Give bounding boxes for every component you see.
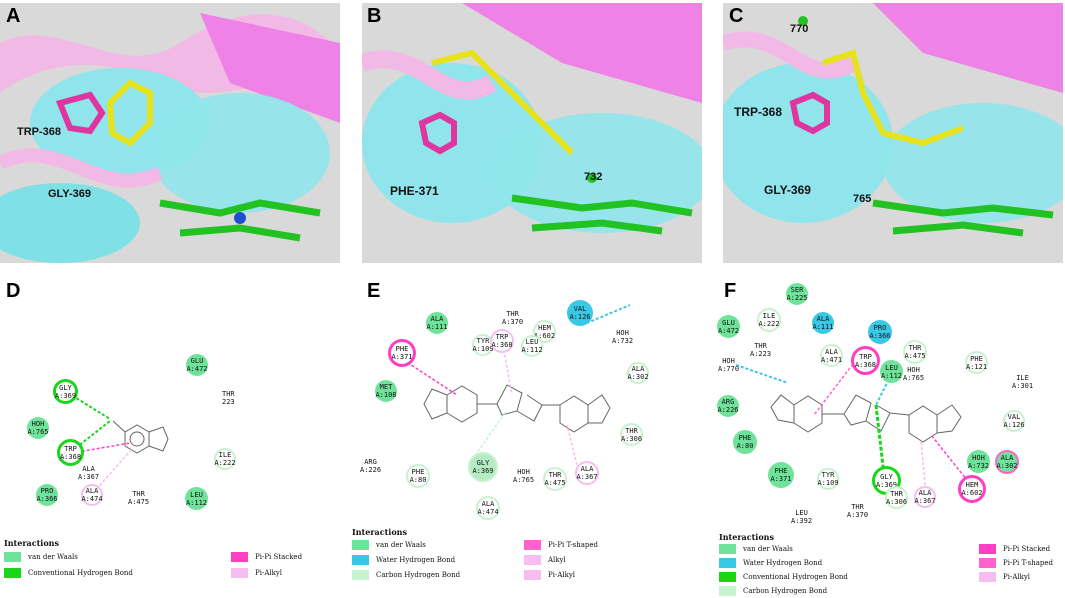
legend-item-carbon-hb: Carbon Hydrogen Bond: [719, 586, 827, 596]
legend-item-conventional-hb: Conventional Hydrogen Bond: [4, 568, 133, 578]
panel-label-b: B: [367, 5, 382, 27]
legend-item-pipi-tshaped: Pi-Pi T-shaped: [524, 540, 598, 550]
legend-item-water-hb: Water Hydrogen Bond: [719, 558, 822, 568]
legend-item-pipi-stacked: Pi-Pi Stacked: [231, 552, 302, 562]
legend-item-carbon-hb: Carbon Hydrogen Bond: [352, 570, 460, 580]
residue-label: GLY-369: [48, 188, 92, 200]
residue-label: GLY-369: [764, 183, 811, 197]
water-label: 732: [584, 171, 603, 183]
legend-title: Interactions: [352, 527, 408, 537]
panel-label-a: A: [6, 5, 21, 27]
legend-item-pipi-tshaped: Pi-Pi T-shaped: [979, 558, 1053, 568]
legend-item-vdw: van der Waals: [4, 552, 78, 562]
legend-title: Interactions: [4, 538, 60, 548]
panel-b-3d-view: [362, 3, 702, 263]
water-label: 765: [853, 193, 872, 205]
panel-c-3d-view: [723, 3, 1063, 263]
residue-label: TRP-368: [734, 105, 783, 119]
protein-ribbon-render: [723, 3, 1063, 263]
panel-d-2d-diagram: [67, 392, 169, 494]
legend-item-vdw: van der Waals: [719, 544, 793, 554]
residue-label: TRP-368: [17, 126, 62, 138]
legend-item-pi-alkyl: Pi-Alkyl: [524, 570, 575, 580]
legend-item-conventional-hb: Conventional Hydrogen Bond: [719, 572, 848, 582]
legend-item-vdw: van der Waals: [352, 540, 426, 550]
legend-item-pipi-stacked: Pi-Pi Stacked: [979, 544, 1050, 554]
legend-item-pi-alkyl: Pi-Alkyl: [979, 572, 1030, 582]
protein-ribbon-render: [0, 3, 340, 263]
panel-a-3d-view: [0, 3, 340, 263]
legend-item-alkyl: Alkyl: [524, 555, 566, 565]
panel-e-2d-diagram: [398, 304, 631, 466]
legend-title: Interactions: [719, 532, 775, 542]
panel-label-e: E: [367, 280, 381, 302]
legend-item-pi-alkyl: Pi-Alkyl: [231, 568, 282, 578]
protein-ribbon-render: [362, 3, 702, 263]
panel-label-d: D: [6, 280, 21, 302]
legend-item-water-hb: Water Hydrogen Bond: [352, 555, 455, 565]
panel-label-f: F: [724, 280, 737, 302]
residue-label: PHE-371: [390, 184, 439, 198]
water-label: 770: [790, 23, 809, 35]
panel-label-c: C: [729, 5, 744, 27]
